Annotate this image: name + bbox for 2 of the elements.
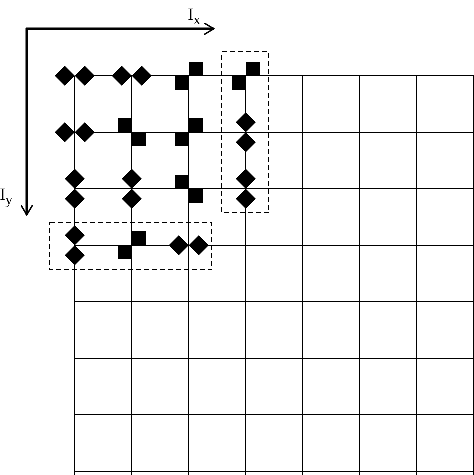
axis-label: I$_{y}$ bbox=[0, 186, 13, 208]
axis-label: I$_{x}$ bbox=[188, 6, 201, 28]
